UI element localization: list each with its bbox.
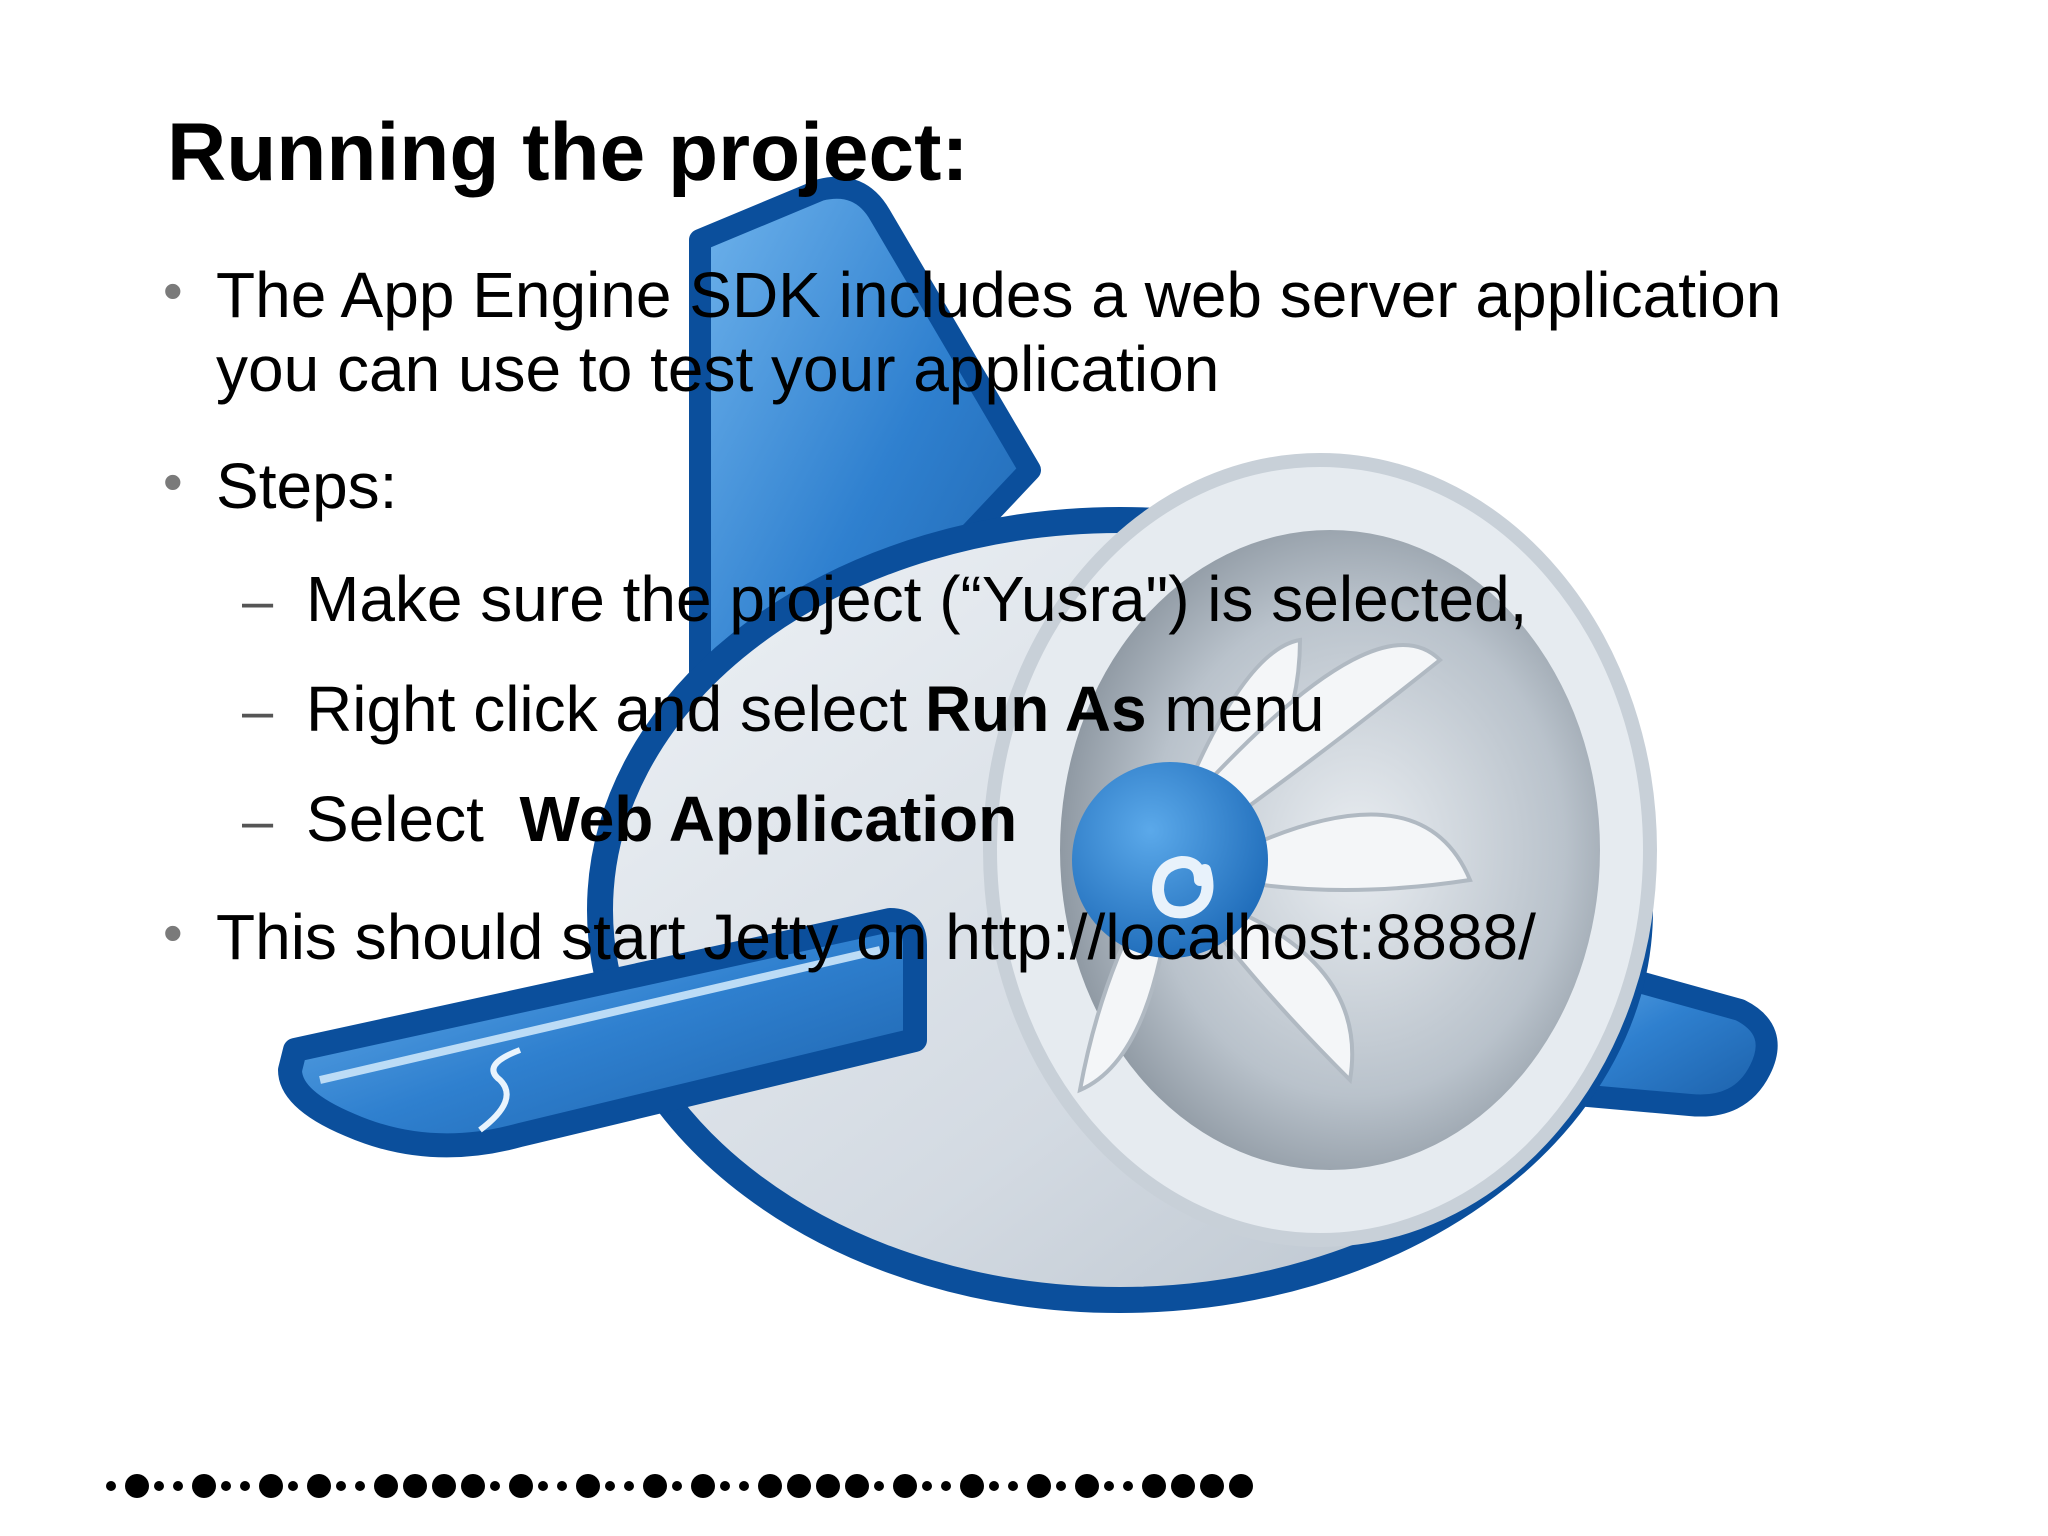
divider-dot-small bbox=[221, 1481, 231, 1491]
dash-icon: – bbox=[242, 789, 274, 852]
step-3-bold: Web Application bbox=[519, 783, 1018, 855]
divider-dot-large bbox=[845, 1474, 869, 1498]
divider-dot-small bbox=[605, 1481, 615, 1491]
bullet-3: This should start Jetty on http://localh… bbox=[216, 901, 1536, 973]
divider-dot-small bbox=[240, 1481, 250, 1491]
bullet-2: Steps: bbox=[216, 450, 398, 522]
bullet-1-line-1: The App Engine SDK includes a web server… bbox=[216, 259, 1782, 331]
divider-dot-large bbox=[374, 1474, 398, 1498]
divider-dot-small bbox=[173, 1481, 183, 1491]
divider-dot-small bbox=[154, 1481, 164, 1491]
divider-dot-large bbox=[576, 1474, 600, 1498]
divider-dot-small bbox=[1123, 1481, 1133, 1491]
divider-dot-large bbox=[1229, 1474, 1253, 1498]
step-2-bold: Run As bbox=[924, 673, 1147, 745]
divider-dot-small bbox=[1056, 1481, 1066, 1491]
divider-dot-large bbox=[1171, 1474, 1195, 1498]
divider-dot-small bbox=[538, 1481, 548, 1491]
divider-dot-small bbox=[355, 1481, 365, 1491]
divider-dot-large bbox=[960, 1474, 984, 1498]
divider-dot-large bbox=[1142, 1474, 1166, 1498]
dash-icon: – bbox=[242, 569, 274, 632]
divider-dot-large bbox=[432, 1474, 456, 1498]
divider-dot-small bbox=[624, 1481, 634, 1491]
divider-dot-large bbox=[643, 1474, 667, 1498]
divider-dot-large bbox=[259, 1474, 283, 1498]
divider-dot-small bbox=[941, 1481, 951, 1491]
divider-dot-large bbox=[787, 1474, 811, 1498]
step-3: Select Web Application bbox=[306, 782, 1017, 856]
logo-hub-swirl bbox=[1151, 855, 1214, 919]
step-1: Make sure the project (“Yusra") is selec… bbox=[306, 563, 1528, 635]
divider-dot-large bbox=[893, 1474, 917, 1498]
divider-dot-small bbox=[672, 1481, 682, 1491]
divider-dot-large bbox=[403, 1474, 427, 1498]
step-2: Right click and select Run As menu bbox=[306, 672, 1324, 746]
step-3-prefix: Select bbox=[306, 783, 520, 855]
divider-dot-large bbox=[1075, 1474, 1099, 1498]
divider-dot-large bbox=[125, 1474, 149, 1498]
divider-dot-small bbox=[557, 1481, 567, 1491]
divider-dot-small bbox=[1104, 1481, 1114, 1491]
dotted-divider-icon bbox=[106, 1474, 1253, 1498]
bullet-icon: • bbox=[163, 450, 183, 513]
divider-dot-small bbox=[720, 1481, 730, 1491]
step-2-prefix: Right click and select bbox=[306, 673, 925, 745]
divider-dot-large bbox=[758, 1474, 782, 1498]
divider-dot-large bbox=[816, 1474, 840, 1498]
divider-dot-small bbox=[989, 1481, 999, 1491]
divider-dot-large bbox=[307, 1474, 331, 1498]
step-2-suffix: menu bbox=[1146, 673, 1325, 745]
divider-dot-large bbox=[509, 1474, 533, 1498]
divider-dot-small bbox=[739, 1481, 749, 1491]
dash-icon: – bbox=[242, 679, 274, 742]
divider-dot-small bbox=[922, 1481, 932, 1491]
divider-dot-small bbox=[336, 1481, 346, 1491]
divider-dot-large bbox=[461, 1474, 485, 1498]
bullet-icon: • bbox=[163, 259, 183, 322]
divider-dot-large bbox=[1200, 1474, 1224, 1498]
divider-dot-small bbox=[874, 1481, 884, 1491]
bullet-icon: • bbox=[163, 901, 183, 964]
divider-dot-small bbox=[1008, 1481, 1018, 1491]
divider-dot-large bbox=[1027, 1474, 1051, 1498]
divider-dot-small bbox=[490, 1481, 500, 1491]
divider-dot-small bbox=[106, 1481, 116, 1491]
slide-title: Running the project: bbox=[167, 107, 969, 198]
divider-dot-large bbox=[691, 1474, 715, 1498]
divider-dot-small bbox=[288, 1481, 298, 1491]
bullet-1-line-2: you can use to test your application bbox=[216, 333, 1220, 405]
divider-dot-large bbox=[192, 1474, 216, 1498]
